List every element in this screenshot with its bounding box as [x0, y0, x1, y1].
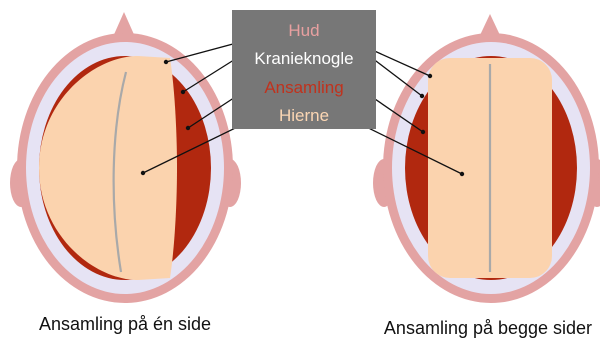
- leader-dot-hematoma-right: [421, 130, 425, 134]
- legend-item-skin: Hud: [288, 21, 319, 40]
- leader-dot-skull-right: [420, 94, 424, 98]
- caption-unilateral: Ansamling på én side: [39, 314, 211, 334]
- leader-dot-hematoma-left: [186, 126, 190, 130]
- legend-item-brain: Hierne: [279, 106, 329, 125]
- leader-dot-brain-right: [460, 172, 464, 176]
- caption-bilateral: Ansamling på begge sider: [384, 318, 592, 338]
- legend-box: Hud Kranieknogle Ansamling Hierne: [232, 10, 376, 129]
- legend-item-skull: Kranieknogle: [254, 49, 353, 68]
- leader-dot-skull-left: [181, 90, 185, 94]
- head-bilateral: [373, 14, 600, 303]
- legend-item-hematoma: Ansamling: [264, 78, 343, 97]
- leader-dot-brain-left: [141, 171, 145, 175]
- head-unilateral: [10, 12, 241, 303]
- leader-dot-skin-left: [164, 60, 168, 64]
- leader-dot-skin-right: [428, 74, 432, 78]
